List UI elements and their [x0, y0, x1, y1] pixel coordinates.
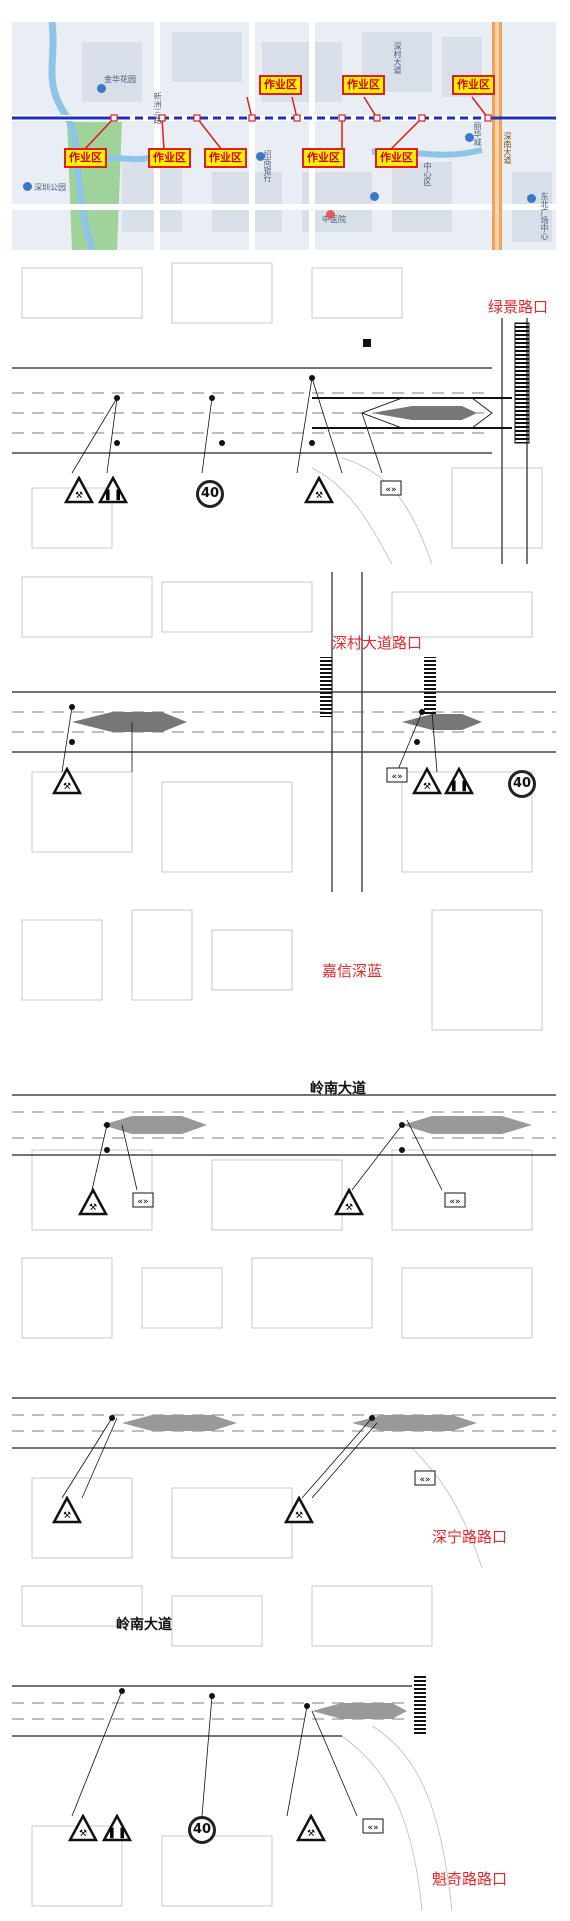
- work-zone-label[interactable]: 作业区: [204, 148, 247, 168]
- svg-text:⚒: ⚒: [315, 491, 323, 501]
- svg-text:⚒: ⚒: [89, 1203, 97, 1213]
- lane-narrows-sign-icon: ▌▐: [444, 767, 474, 795]
- plan-drawing: [12, 262, 543, 564]
- warning-light-icon: [362, 338, 372, 348]
- poi-marker[interactable]: [23, 182, 32, 191]
- map-label: 新洲三路: [153, 92, 162, 124]
- map-label: 招商银行: [263, 150, 272, 182]
- svg-text:«»: «»: [449, 1197, 460, 1207]
- work-zone-label[interactable]: 作业区: [452, 75, 495, 95]
- work-zone-label[interactable]: 作业区: [148, 148, 191, 168]
- work-zone-label[interactable]: 作业区: [259, 75, 302, 95]
- intersection-name: 绿景路口: [488, 298, 549, 316]
- poi-marker[interactable]: [256, 152, 265, 161]
- svg-text:«»: «»: [137, 1197, 148, 1207]
- speed-limit-sign-icon: 40: [188, 1816, 216, 1844]
- keep-left-arrow-sign-icon: «»: [444, 1192, 466, 1208]
- poi-marker[interactable]: [527, 194, 536, 203]
- keep-left-arrow-sign-icon: «»: [414, 1470, 436, 1486]
- plan-panel-5: 岭南大道 魁奇路路口 ⚒ ▌▐ 40 ⚒ «»: [12, 1576, 556, 1911]
- road-name: 岭南大道: [310, 1081, 366, 1097]
- work-zone-label[interactable]: 作业区: [64, 148, 107, 168]
- roadwork-warning-sign-icon: ⚒: [296, 1814, 326, 1842]
- svg-text:⚒: ⚒: [63, 1511, 71, 1521]
- intersection-name: 深村大道路口: [332, 634, 423, 652]
- svg-text:▌▐: ▌▐: [109, 1827, 124, 1839]
- map-label: 中医院: [322, 215, 346, 224]
- plan-drawing: [12, 1585, 453, 1911]
- lane-narrows-sign-icon: ▌▐: [98, 476, 128, 504]
- roadwork-warning-sign-icon: ⚒: [64, 476, 94, 504]
- roadwork-warning-sign-icon: ⚒: [52, 767, 82, 795]
- map-label: 深村大道: [393, 42, 402, 74]
- map-label: 金华花园: [104, 75, 136, 84]
- svg-text:⚒: ⚒: [307, 1829, 315, 1839]
- svg-text:⚒: ⚒: [75, 491, 83, 501]
- roadwork-warning-sign-icon: ⚒: [68, 1814, 98, 1842]
- svg-text:⚒: ⚒: [295, 1511, 303, 1521]
- map-label: 中心区: [423, 162, 432, 186]
- area-name: 嘉信深蓝: [322, 962, 383, 980]
- poi-marker[interactable]: [97, 84, 106, 93]
- svg-text:«»: «»: [367, 1823, 378, 1833]
- intersection-name: 魁奇路路口: [432, 1870, 508, 1888]
- plan-drawing: [12, 1257, 556, 1568]
- roadwork-warning-sign-icon: ⚒: [304, 476, 334, 504]
- speed-limit-sign-icon: 40: [508, 770, 536, 798]
- plan-panel-2: 深村大道路口 ⚒ «» ⚒ ▌▐ 40: [12, 572, 556, 892]
- roadwork-warning-sign-icon: ⚒: [412, 767, 442, 795]
- plan-panel-3: 嘉信深蓝 岭南大道 ⚒ «» ⚒ «»: [12, 900, 556, 1240]
- svg-text:▌▐: ▌▐: [451, 780, 466, 792]
- map-label: 东北广场中心: [540, 192, 549, 240]
- roadwork-warning-sign-icon: ⚒: [284, 1496, 314, 1524]
- svg-text:▌▐: ▌▐: [105, 489, 120, 501]
- roadwork-warning-sign-icon: ⚒: [78, 1188, 108, 1216]
- map-label: 深南大道: [503, 132, 512, 164]
- svg-text:«»: «»: [385, 485, 396, 495]
- svg-text:⚒: ⚒: [63, 782, 71, 792]
- plan-drawing: [12, 572, 556, 892]
- svg-text:«»: «»: [419, 1475, 430, 1485]
- work-zone-label[interactable]: 作业区: [375, 148, 418, 168]
- map-label: 丽华城: [473, 122, 482, 146]
- speed-limit-sign-icon: 40: [196, 480, 224, 508]
- lane-narrows-sign-icon: ▌▐: [102, 1814, 132, 1842]
- work-zone-label[interactable]: 作业区: [342, 75, 385, 95]
- keep-left-arrow-sign-icon: «»: [380, 480, 402, 496]
- poi-marker[interactable]: [465, 133, 474, 142]
- roadwork-warning-sign-icon: ⚒: [52, 1496, 82, 1524]
- svg-text:⚒: ⚒: [345, 1203, 353, 1213]
- keep-left-arrow-sign-icon: «»: [132, 1192, 154, 1208]
- keep-left-arrow-sign-icon: «»: [362, 1818, 384, 1834]
- road-name: 岭南大道: [116, 1617, 172, 1633]
- svg-text:«»: «»: [391, 772, 402, 782]
- plan-panel-4: 深宁路路口 ⚒ ⚒ «»: [12, 1248, 556, 1568]
- poi-marker[interactable]: [370, 192, 379, 201]
- intersection-name: 深宁路路口: [432, 1528, 508, 1546]
- plan-panel-1: 绿景路口 ⚒ ▌▐ 40 ⚒ «»: [12, 258, 556, 564]
- overview-map: 作业区 作业区 作业区 作业区 作业区 作业区 作业区 作业区 新洲三路 金华花…: [12, 22, 556, 250]
- map-label: 深圳公园: [34, 183, 66, 192]
- svg-text:⚒: ⚒: [79, 1829, 87, 1839]
- keep-left-arrow-sign-icon: «»: [386, 767, 408, 783]
- plan-drawing: [12, 909, 556, 1231]
- svg-text:⚒: ⚒: [423, 782, 431, 792]
- work-zone-label[interactable]: 作业区: [302, 148, 345, 168]
- roadwork-warning-sign-icon: ⚒: [334, 1188, 364, 1216]
- poi-marker[interactable]: [326, 210, 335, 219]
